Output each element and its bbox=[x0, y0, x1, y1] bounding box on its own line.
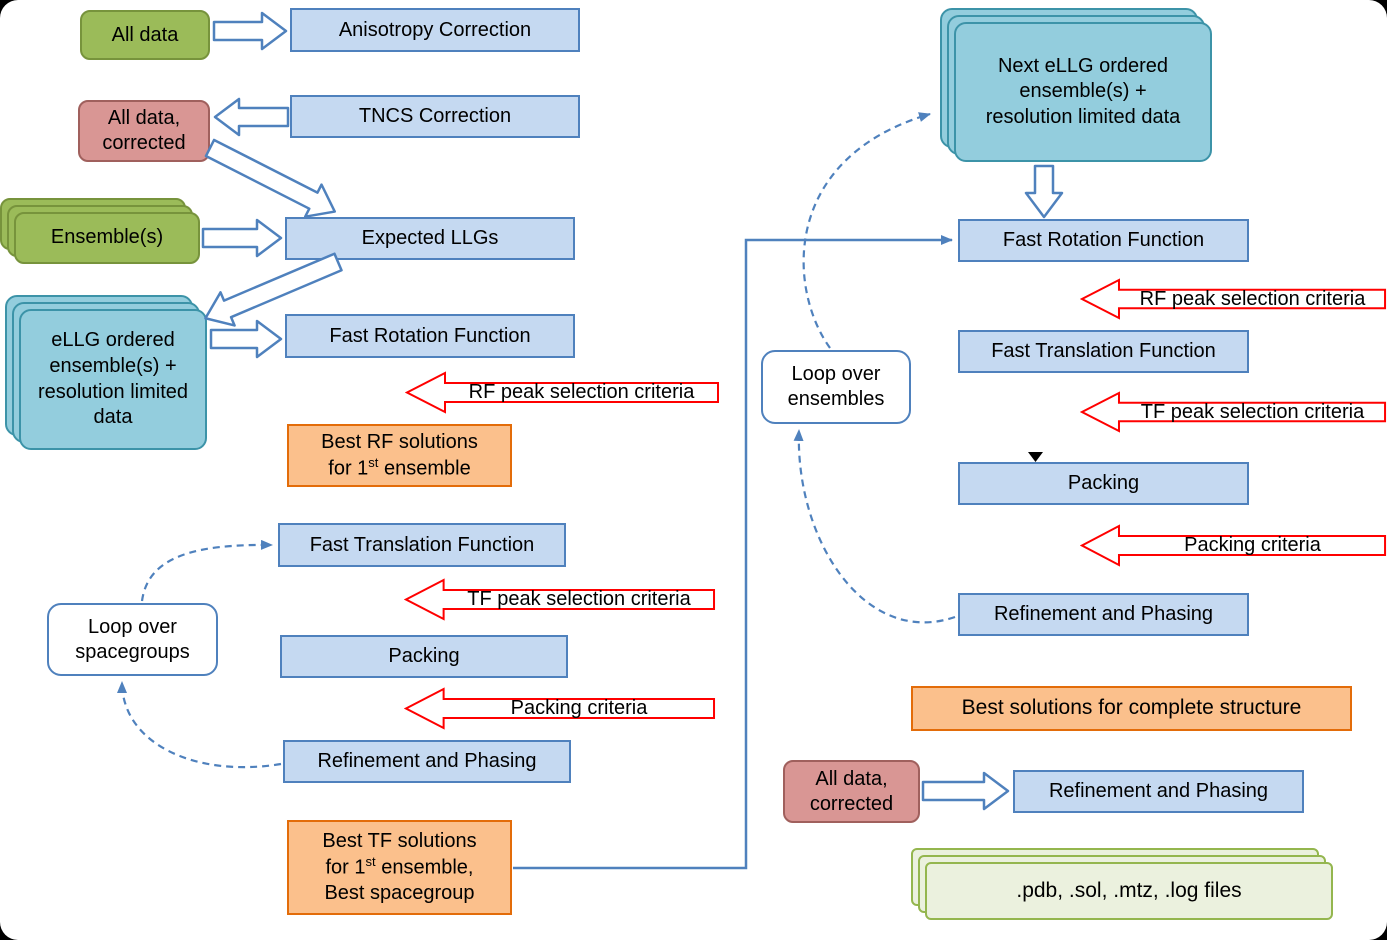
node-fast-rotation-left: Fast Rotation Function bbox=[285, 314, 575, 358]
node-best-rf-solutions: Best RF solutions for 1st ensemble bbox=[287, 424, 512, 487]
criteria-arrow-shape bbox=[1080, 524, 1387, 567]
node-packing-right: Packing bbox=[958, 462, 1249, 505]
loop-spacegroups-return-curve bbox=[117, 681, 282, 769]
arrow-ensembles-to-expectedllgs bbox=[201, 218, 283, 258]
packing-criteria-arrow-left: Packing criteria bbox=[404, 687, 716, 730]
node-loop-over-ensembles: Loop over ensembles bbox=[761, 350, 911, 424]
node-tncs-correction: TNCS Correction bbox=[290, 95, 580, 138]
node-fast-translation-left: Fast Translation Function bbox=[278, 523, 566, 567]
criteria-arrow-shape bbox=[1080, 391, 1387, 433]
node-all-data-corrected-2: All data, corrected bbox=[783, 760, 920, 823]
loop-spacegroups-forward-curve bbox=[140, 539, 273, 602]
node-packing-left: Packing bbox=[280, 635, 568, 678]
criteria-arrow-label: RF peak selection criteria bbox=[468, 381, 695, 403]
node-final-refinement-phasing: Refinement and Phasing bbox=[1013, 770, 1304, 813]
node-refinement-phasing-right: Refinement and Phasing bbox=[958, 593, 1249, 636]
arrow-corrected-to-final-refinement bbox=[921, 771, 1010, 811]
node-best-tf-solutions: Best TF solutions for 1st ensemble, Best… bbox=[287, 820, 512, 915]
node-expected-llgs: Expected LLGs bbox=[285, 217, 575, 260]
node-fast-rotation-right: Fast Rotation Function bbox=[958, 219, 1249, 262]
node-next-ellg-ensembles: Next eLLG ordered ensemble(s) + resoluti… bbox=[940, 8, 1212, 162]
node-ensembles-stack: Ensemble(s) bbox=[0, 198, 200, 264]
criteria-arrow-label: Packing criteria bbox=[510, 697, 648, 719]
loop-ensembles-forward-curve bbox=[802, 112, 931, 349]
arrow-nextellg-to-fastrf-right bbox=[1024, 164, 1064, 219]
arrow-alldata-to-anisotropy bbox=[212, 11, 288, 51]
criteria-arrow-label: TF peak selection criteria bbox=[467, 588, 691, 610]
packing-criteria-arrow-right: Packing criteria bbox=[1080, 524, 1387, 567]
arrow-tncs-to-corrected bbox=[213, 97, 290, 137]
stack-front: Next eLLG ordered ensemble(s) + resoluti… bbox=[954, 22, 1212, 162]
node-refinement-phasing-left: Refinement and Phasing bbox=[283, 740, 571, 783]
node-fast-translation-right: Fast Translation Function bbox=[958, 330, 1249, 373]
criteria-arrow-shape bbox=[1080, 278, 1387, 320]
criteria-arrow-label: TF peak selection criteria bbox=[1140, 400, 1365, 423]
flow-tick-packing-right bbox=[1028, 452, 1043, 462]
criteria-arrow-label: Packing criteria bbox=[1184, 534, 1321, 556]
rf-peak-criteria-arrow-right: RF peak selection criteria bbox=[1080, 278, 1387, 320]
best-tf-text: Best TF solutions for 1st ensemble, Best… bbox=[322, 830, 477, 904]
stack-front: Ensemble(s) bbox=[14, 212, 200, 264]
node-ellg-ordered-ensembles: eLLG ordered ensemble(s) + resolution li… bbox=[5, 295, 207, 450]
node-loop-over-spacegroups: Loop over spacegroups bbox=[47, 603, 218, 676]
node-all-data-corrected: All data, corrected bbox=[78, 100, 210, 162]
stack-front: .pdb, .sol, .mtz, .log files bbox=[925, 862, 1333, 920]
node-best-complete-solutions: Best solutions for complete structure bbox=[911, 686, 1352, 731]
loop-ensembles-return-curve bbox=[793, 429, 956, 624]
arrow-ellgbox-to-fastrf bbox=[209, 319, 283, 359]
tf-peak-criteria-arrow-right: TF peak selection criteria bbox=[1080, 391, 1387, 433]
arrow-corrected-to-expectedllgs bbox=[204, 138, 336, 218]
tf-peak-criteria-arrow-left: TF peak selection criteria bbox=[404, 578, 716, 621]
criteria-arrow-label: RF peak selection criteria bbox=[1139, 287, 1366, 310]
stack-front: eLLG ordered ensemble(s) + resolution li… bbox=[19, 309, 207, 450]
node-output-files: .pdb, .sol, .mtz, .log files bbox=[911, 848, 1333, 920]
node-anisotropy-correction: Anisotropy Correction bbox=[290, 8, 580, 52]
best-rf-text: Best RF solutions for 1st ensemble bbox=[321, 430, 478, 480]
rf-peak-criteria-arrow-left: RF peak selection criteria bbox=[405, 371, 720, 414]
node-all-data: All data bbox=[80, 10, 210, 60]
